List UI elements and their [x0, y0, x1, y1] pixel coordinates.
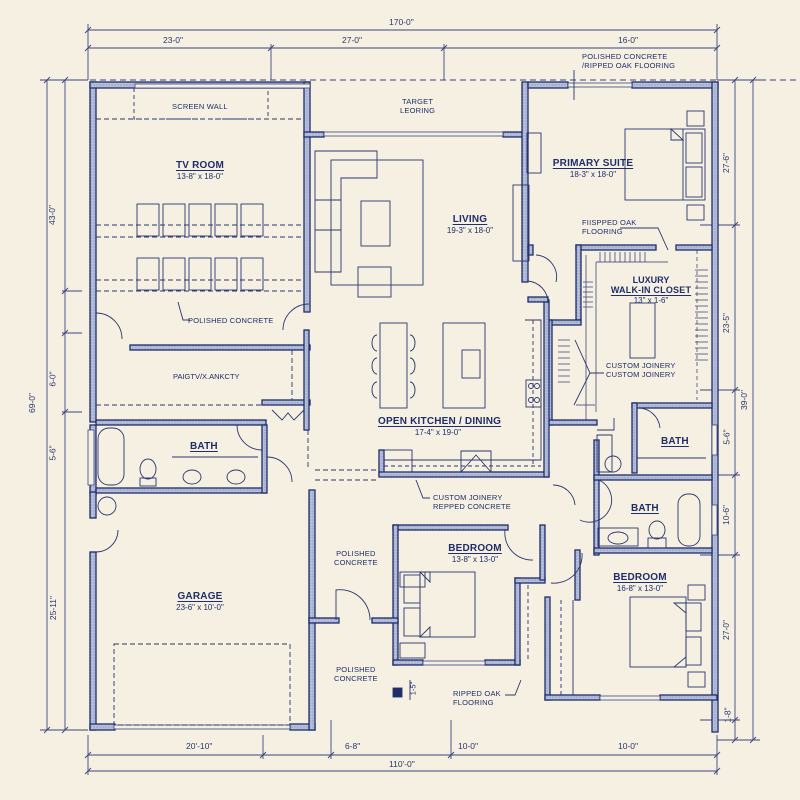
- room-bath-right-upper: BATH: [661, 436, 689, 448]
- room-garage: GARAGE 23-6" x 10'-0": [160, 591, 240, 612]
- note-line: CONCRETE: [334, 673, 378, 683]
- dim-right-seg-1: 27-6": [721, 152, 732, 174]
- note-line: CUSTOM JOINERY: [433, 493, 503, 502]
- room-name: BATH: [661, 436, 689, 447]
- dim-left-seg-4: 25-11": [48, 595, 59, 621]
- dim-right-seg-2: 23-5": [721, 312, 732, 334]
- dim-bottom-overall: 110'-0": [389, 759, 415, 769]
- closet-joinery-note: CUSTOM JOINERY CUSTOM JOINERY: [606, 361, 676, 379]
- suite-flooring-note: FIISPPED OAK FLOORING: [582, 218, 637, 236]
- dim-bottom-seg-4: 10-0": [618, 741, 639, 751]
- windows: [87, 82, 718, 730]
- room-size: 13-8" x 13-0": [451, 554, 499, 564]
- room-size: 13-8" x 18-0": [176, 171, 224, 181]
- room-kitchen-dining: OPEN KITCHEN / DINING 17-4" x 19-0": [378, 416, 502, 437]
- furniture: [95, 70, 708, 726]
- dim-stair: 1-5": [408, 681, 418, 696]
- room-bath-left: BATH: [190, 441, 218, 453]
- note-line: POLISHED: [336, 549, 376, 558]
- room-size: 16-8" x 13-0": [616, 583, 664, 593]
- tv-floor-note: POLISHED CONCRETE: [188, 316, 274, 325]
- room-size: 17-4" x 19-0": [414, 427, 462, 437]
- dim-left-seg-2: 6-0": [47, 371, 58, 387]
- note-line: CUSTOM JOINERY: [606, 369, 676, 379]
- entry-concrete-note: POLISHED CONCRETE: [334, 665, 378, 683]
- note-line: RIPPED OAK: [453, 689, 501, 698]
- room-walk-in-closet: LUXURY WALK-IN CLOSET 13" x 1-6": [603, 275, 699, 305]
- room-name-line-1: LUXURY: [632, 275, 670, 285]
- dim-right-seg-5: 27-0": [721, 619, 732, 641]
- dim-bottom-seg-2: 6-8": [345, 741, 361, 751]
- dim-top-seg-2: 27-0": [342, 35, 363, 45]
- room-name: TV ROOM: [175, 160, 225, 171]
- note-line: CONCRETE: [334, 557, 378, 567]
- dimension-lines: [40, 24, 800, 775]
- target-flooring-note: TARGET LEORING: [400, 97, 436, 115]
- room-name: BEDROOM: [613, 572, 667, 583]
- hall-concrete-note: POLISHED CONCRETE: [334, 549, 378, 567]
- room-name: PRIMARY SUITE: [552, 158, 634, 169]
- dim-bottom-seg-3: 10-0": [458, 741, 479, 751]
- room-size: 23-6" x 10'-0": [176, 602, 224, 612]
- note-line: POLISHED CONCRETE: [582, 52, 668, 61]
- room-name: LIVING: [452, 214, 488, 225]
- room-name: OPEN KITCHEN / DINING: [378, 416, 502, 427]
- screen-wall-label: SCREEN WALL: [172, 102, 228, 111]
- dim-left-seg-3: 5-6": [47, 445, 58, 461]
- dim-left-seg-1: 43-0": [47, 204, 58, 226]
- room-living: LIVING 19-3" x 18-0": [430, 214, 510, 235]
- dim-right-seg-6: 1-8": [722, 707, 733, 723]
- dim-top-seg-1: 23-0": [163, 35, 184, 45]
- room-size: 19-3" x 18-0": [446, 225, 494, 235]
- top-right-flooring-note: POLISHED CONCRETE /RIPPED OAK FLOORING: [582, 52, 676, 70]
- room-size: 18-3" x 18-0": [569, 169, 617, 179]
- note-line: REPPED CONCRETE: [433, 501, 512, 511]
- dim-top-seg-3: 16-0": [618, 35, 639, 45]
- room-name: GARAGE: [177, 591, 223, 602]
- room-primary-suite: PRIMARY SUITE 18-3" x 18-0": [548, 158, 638, 179]
- room-name-line-2: WALK-IN CLOSET: [610, 285, 692, 296]
- room-size: 13" x 1-6": [633, 295, 669, 305]
- note-line: CUSTOM JOINERY: [606, 361, 676, 370]
- note-line: FIISPPED OAK: [582, 218, 637, 227]
- room-bedroom-center: BEDROOM 13-8" x 13-0": [440, 543, 510, 564]
- room-bedroom-right: BEDROOM 16-8" x 13-0": [605, 572, 675, 593]
- dim-top-overall: 170-0": [389, 17, 414, 27]
- hall-joinery-note: CUSTOM JOINERY REPPED CONCRETE: [433, 493, 512, 511]
- room-bath-right-lower: BATH: [631, 503, 659, 515]
- room-pantry: PAIGTV/X.ANKCTY: [173, 372, 240, 381]
- note-line: POLISHED: [336, 665, 376, 674]
- dim-right-overall: 39-0": [739, 389, 750, 411]
- dim-bottom-seg-1: 20'-10": [186, 741, 213, 751]
- room-name: BEDROOM: [448, 543, 502, 554]
- note-line: LEORING: [400, 105, 436, 115]
- bedroom-flooring-note: RIPPED OAK FLOORING: [453, 689, 501, 707]
- dim-right-seg-4: 10-6": [721, 504, 732, 526]
- room-tv-room: TV ROOM 13-8" x 18-0": [150, 160, 250, 181]
- note-line: FLOORING: [582, 226, 623, 236]
- note-line: TARGET: [402, 97, 434, 106]
- room-name: BATH: [631, 503, 659, 514]
- note-line: FLOORING: [453, 697, 494, 707]
- dim-left-overall: 69-0": [27, 392, 38, 414]
- room-name: BATH: [190, 441, 218, 452]
- note-line: /RIPPED OAK FLOORING: [582, 60, 676, 70]
- dim-right-seg-3: 5-6": [721, 429, 732, 445]
